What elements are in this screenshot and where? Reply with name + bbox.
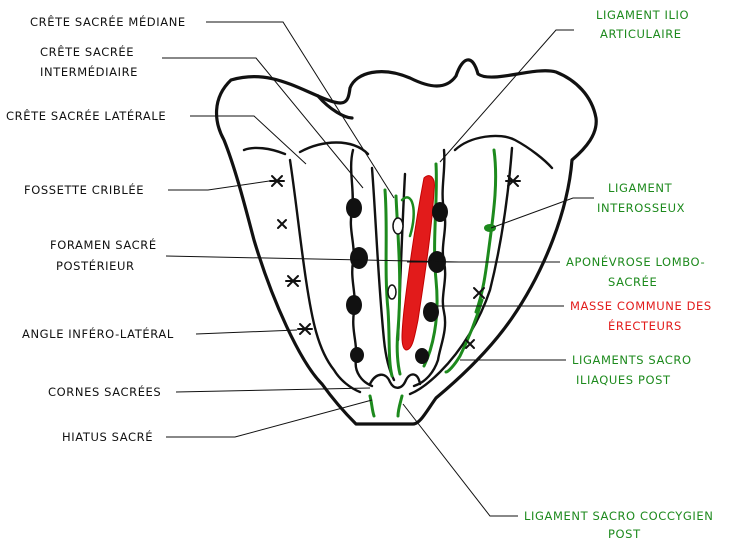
foramen-left-3 xyxy=(346,295,362,315)
label-masse-commune-line1: MASSE COMMUNE DES xyxy=(570,299,712,313)
label-angle-infero-lateral: ANGLE INFÉRO-LATÉRAL xyxy=(22,326,174,341)
label-crete-intermediaire-line2: INTERMÉDIAIRE xyxy=(40,64,138,79)
foramen-left-1 xyxy=(346,198,362,218)
label-ligament-coccygien-line1: LIGAMENT SACRO COCCYGIEN xyxy=(524,509,714,523)
label-aponevrose-line1: APONÉVROSE LOMBO- xyxy=(566,254,705,269)
sacral-cornua xyxy=(370,374,420,387)
foramen-left-2 xyxy=(350,247,368,269)
label-ligaments-sacro-iliaques-line1: LIGAMENTS SACRO xyxy=(572,353,692,367)
label-masse-commune-line2: ÉRECTEURS xyxy=(608,318,682,333)
label-ligament-ilio-line2: ARTICULAIRE xyxy=(600,27,682,41)
label-crete-laterale: CRÊTE SACRÉE LATÉRALE xyxy=(6,108,166,123)
label-foramen-line2: POSTÉRIEUR xyxy=(56,258,135,273)
label-ligament-coccygien-line2: POST xyxy=(608,527,641,541)
lateral-crest-left xyxy=(290,160,360,392)
label-fossette-criblee: FOSSETTE CRIBLÉE xyxy=(24,182,144,197)
label-crete-mediane: CRÊTE SACRÉE MÉDIANE xyxy=(30,14,186,29)
label-ligaments-sacro-iliaques-line2: ILIAQUES POST xyxy=(576,373,671,387)
interosseous-mark xyxy=(484,224,496,232)
foramen-left-4 xyxy=(350,347,364,363)
label-crete-intermediaire-line1: CRÊTE SACRÉE xyxy=(40,44,134,59)
label-ligament-interosseux-line1: LIGAMENT xyxy=(608,181,673,195)
label-cornes-sacrees: CORNES SACRÉES xyxy=(48,384,161,399)
foramen-right-3 xyxy=(423,302,439,322)
label-aponevrose-line2: SACRÉE xyxy=(608,274,657,289)
foramen-right-1 xyxy=(432,202,448,222)
sacrum-base-curve xyxy=(300,136,552,168)
foramen-right-4 xyxy=(415,348,429,364)
label-ligament-ilio-line1: LIGAMENT ILIO xyxy=(596,8,689,22)
label-ligament-interosseux-line2: INTEROSSEUX xyxy=(597,201,685,215)
label-hiatus-sacre: HIATUS SACRÉ xyxy=(62,429,153,444)
sacrum-outline xyxy=(217,60,597,424)
label-foramen-line1: FORAMEN SACRÉ xyxy=(50,237,157,252)
